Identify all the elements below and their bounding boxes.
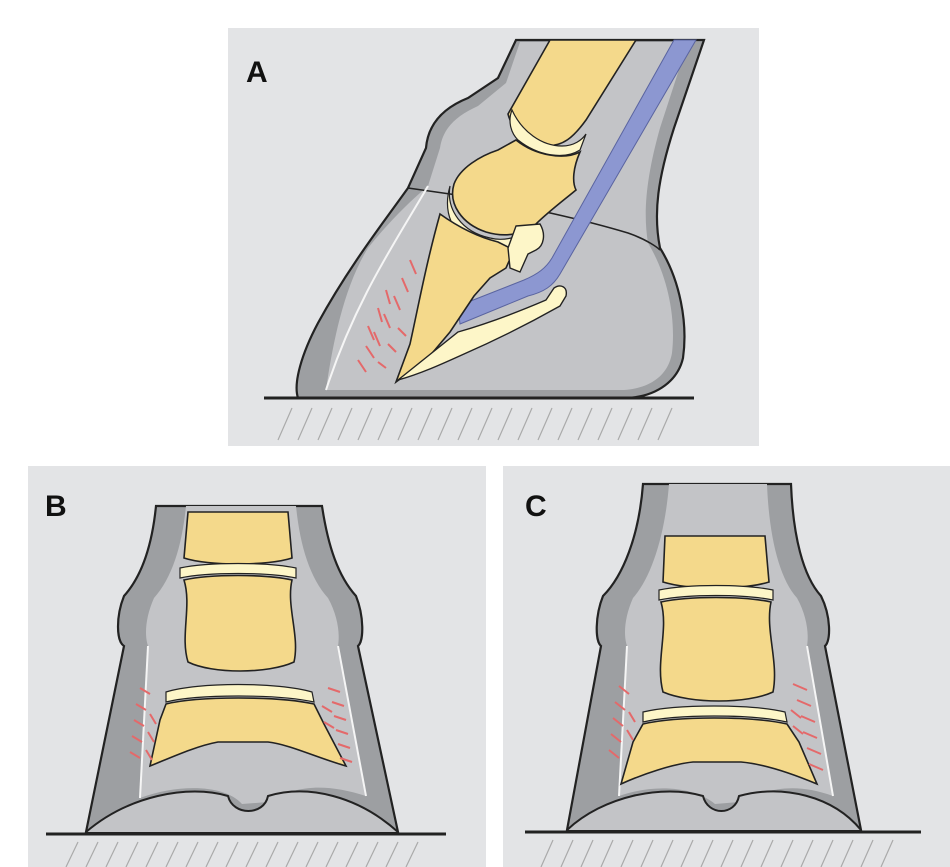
ground-hatching (278, 408, 672, 440)
bone-p2 (660, 598, 774, 702)
hoof-lateral-diagram (228, 28, 759, 446)
bone-p1 (184, 512, 292, 564)
panel-label: A (246, 58, 268, 88)
panel-label: C (525, 492, 547, 522)
panel-c: C (503, 466, 950, 867)
bone-p2 (184, 576, 296, 672)
hoof-front-diagram-c (503, 466, 950, 867)
hoof-front-diagram-b (28, 466, 486, 867)
panel-b: B (28, 466, 486, 867)
ground-hatching (541, 840, 893, 867)
panel-label: B (45, 492, 67, 522)
panel-a: A (228, 28, 759, 446)
bone-p1 (663, 536, 769, 588)
ground-hatching (66, 842, 418, 867)
